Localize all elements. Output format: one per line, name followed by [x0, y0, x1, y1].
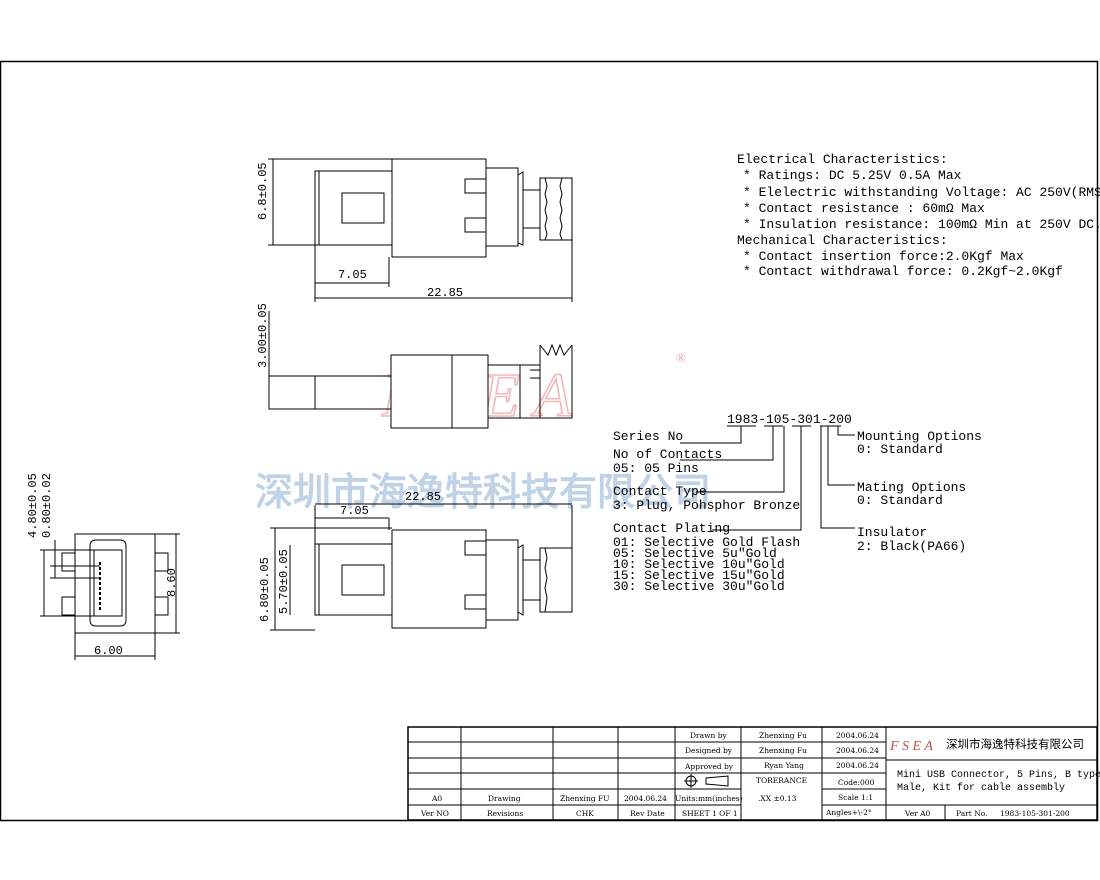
dim-bottom-long: 22.85: [405, 490, 441, 504]
dim-end-width: 6.00: [94, 644, 123, 658]
dim-top-height: 6.8±0.05: [256, 162, 270, 220]
rev-header-chk: CHK: [576, 809, 594, 818]
rev-date: 2004.06.24: [624, 794, 667, 803]
plating-value: 30: Selective 30u"Gold: [613, 579, 785, 594]
electrical-line: * Insulation resistance: 100mΩ Min at 25…: [743, 217, 1100, 232]
part-no-label: Part No.: [956, 809, 988, 818]
dim-side-height: 3.00±0.05: [256, 303, 270, 368]
plating-value: 01: Selective Gold Flash: [613, 535, 800, 550]
mating-value: 0: Standard: [857, 493, 943, 508]
mounting-title: Mounting Options: [857, 429, 982, 444]
dim-end-height: 8.60: [165, 568, 179, 597]
type-value: 3: Plug, Pohsphor Bronze: [613, 498, 800, 513]
side-view: [268, 311, 573, 429]
electrical-line: * Elelectric withstanding Voltage: AC 25…: [743, 185, 1100, 200]
approved-date: 2004.06.24: [836, 761, 879, 770]
code-label: Code:000: [838, 778, 875, 787]
watermark-company: 深圳市海逸特科技有限公司: [255, 469, 711, 514]
drawn-date: 2004.06.24: [836, 731, 879, 740]
plating-value: 05: Selective 5u"Gold: [613, 546, 777, 561]
part-description: Mini USB Connector, 5 Pins, B type,: [897, 769, 1100, 781]
drawn-name: Zhenxing Fu: [759, 731, 807, 740]
contacts-title: No of Contacts: [613, 447, 722, 462]
rev-header-revisions: Revisions: [487, 809, 523, 818]
series-label: Series No: [613, 429, 683, 444]
designed-label: Designed by: [685, 746, 733, 755]
angles-label: Angles+\-2°: [825, 808, 872, 817]
electrical-heading: Electrical Characteristics:: [737, 152, 948, 167]
electrical-line: * Contact resistance : 60mΩ Max: [743, 201, 985, 216]
dim-bottom-short: 7.05: [340, 504, 369, 518]
top-view: [268, 158, 573, 302]
type-title: Contact Type: [613, 484, 707, 499]
dim-top-long: 22.85: [427, 286, 463, 300]
title-block: A0 Drawing Zhenxing FU 2004.06.24 Ver NO…: [407, 726, 1100, 821]
company-logo: F S E A: [889, 739, 933, 754]
mechanical-heading: Mechanical Characteristics:: [737, 233, 948, 248]
company-name: 深圳市海逸特科技有限公司: [946, 737, 1084, 751]
specifications: Electrical Characteristics: * Ratings: D…: [737, 152, 1100, 279]
part-no-value: 1983-105-301-200: [1000, 809, 1070, 818]
bottom-view: [270, 503, 573, 631]
drawn-label: Drawn by: [690, 731, 728, 740]
rev-revision: Drawing: [488, 794, 521, 803]
rev-ver: A0: [431, 794, 442, 803]
units-label: Units:mm(inches): [675, 794, 743, 803]
dim-bottom-inner: 5.70±0.05: [277, 549, 291, 614]
mechanical-line: * Contact insertion force:2.0Kgf Max: [743, 249, 1024, 264]
contacts-value: 05: 05 Pins: [613, 461, 699, 476]
dim-bottom-outer: 6.80±0.05: [258, 557, 272, 622]
rev-chk: Zhenxing FU: [560, 794, 609, 803]
electrical-line: * Ratings: DC 5.25V 0.5A Max: [743, 168, 962, 183]
rev-header-date: Rev Date: [630, 809, 665, 818]
mating-title: Mating Options: [857, 480, 966, 495]
watermark-registered: ®: [676, 350, 686, 365]
plating-title: Contact Plating: [613, 521, 730, 536]
tolerance-label: TORERANCE: [756, 776, 807, 785]
designed-date: 2004.06.24: [836, 746, 879, 755]
scale-label: Scale 1:1: [838, 793, 873, 802]
approved-label: Approved by: [684, 762, 734, 771]
dim-end-a: 4.80±0.05: [26, 473, 40, 538]
tolerance-value: .XX ±0.13: [758, 794, 797, 803]
designed-name: Zhenxing Fu: [759, 746, 807, 755]
dim-end-b: 0.80±0.02: [40, 473, 54, 538]
approved-name: Ryan Yang: [764, 761, 804, 770]
mechanical-line: * Contact withdrawal force: 0.2Kgf~2.0Kg…: [743, 264, 1063, 279]
part-code-breakdown: 1983-105-301-200 Series No No of Contact…: [613, 412, 982, 594]
mounting-value: 0: Standard: [857, 442, 943, 457]
insulator-title: Insulator: [857, 525, 927, 540]
insulator-value: 2: Black(PA66): [857, 539, 966, 554]
part-description: Male, Kit for cable assembly: [897, 782, 1065, 794]
version-label: Ver A0: [904, 809, 931, 818]
dim-top-short: 7.05: [338, 268, 367, 282]
sheet-label: SHEET 1 OF 1: [682, 809, 738, 818]
plating-value: 15: Selective 15u"Gold: [613, 568, 785, 583]
rev-header-ver: Ver NO: [420, 809, 449, 818]
plating-value: 10: Selective 10u"Gold: [613, 557, 785, 572]
part-code-number: 1983-105-301-200: [727, 412, 852, 427]
end-view: [40, 533, 180, 660]
